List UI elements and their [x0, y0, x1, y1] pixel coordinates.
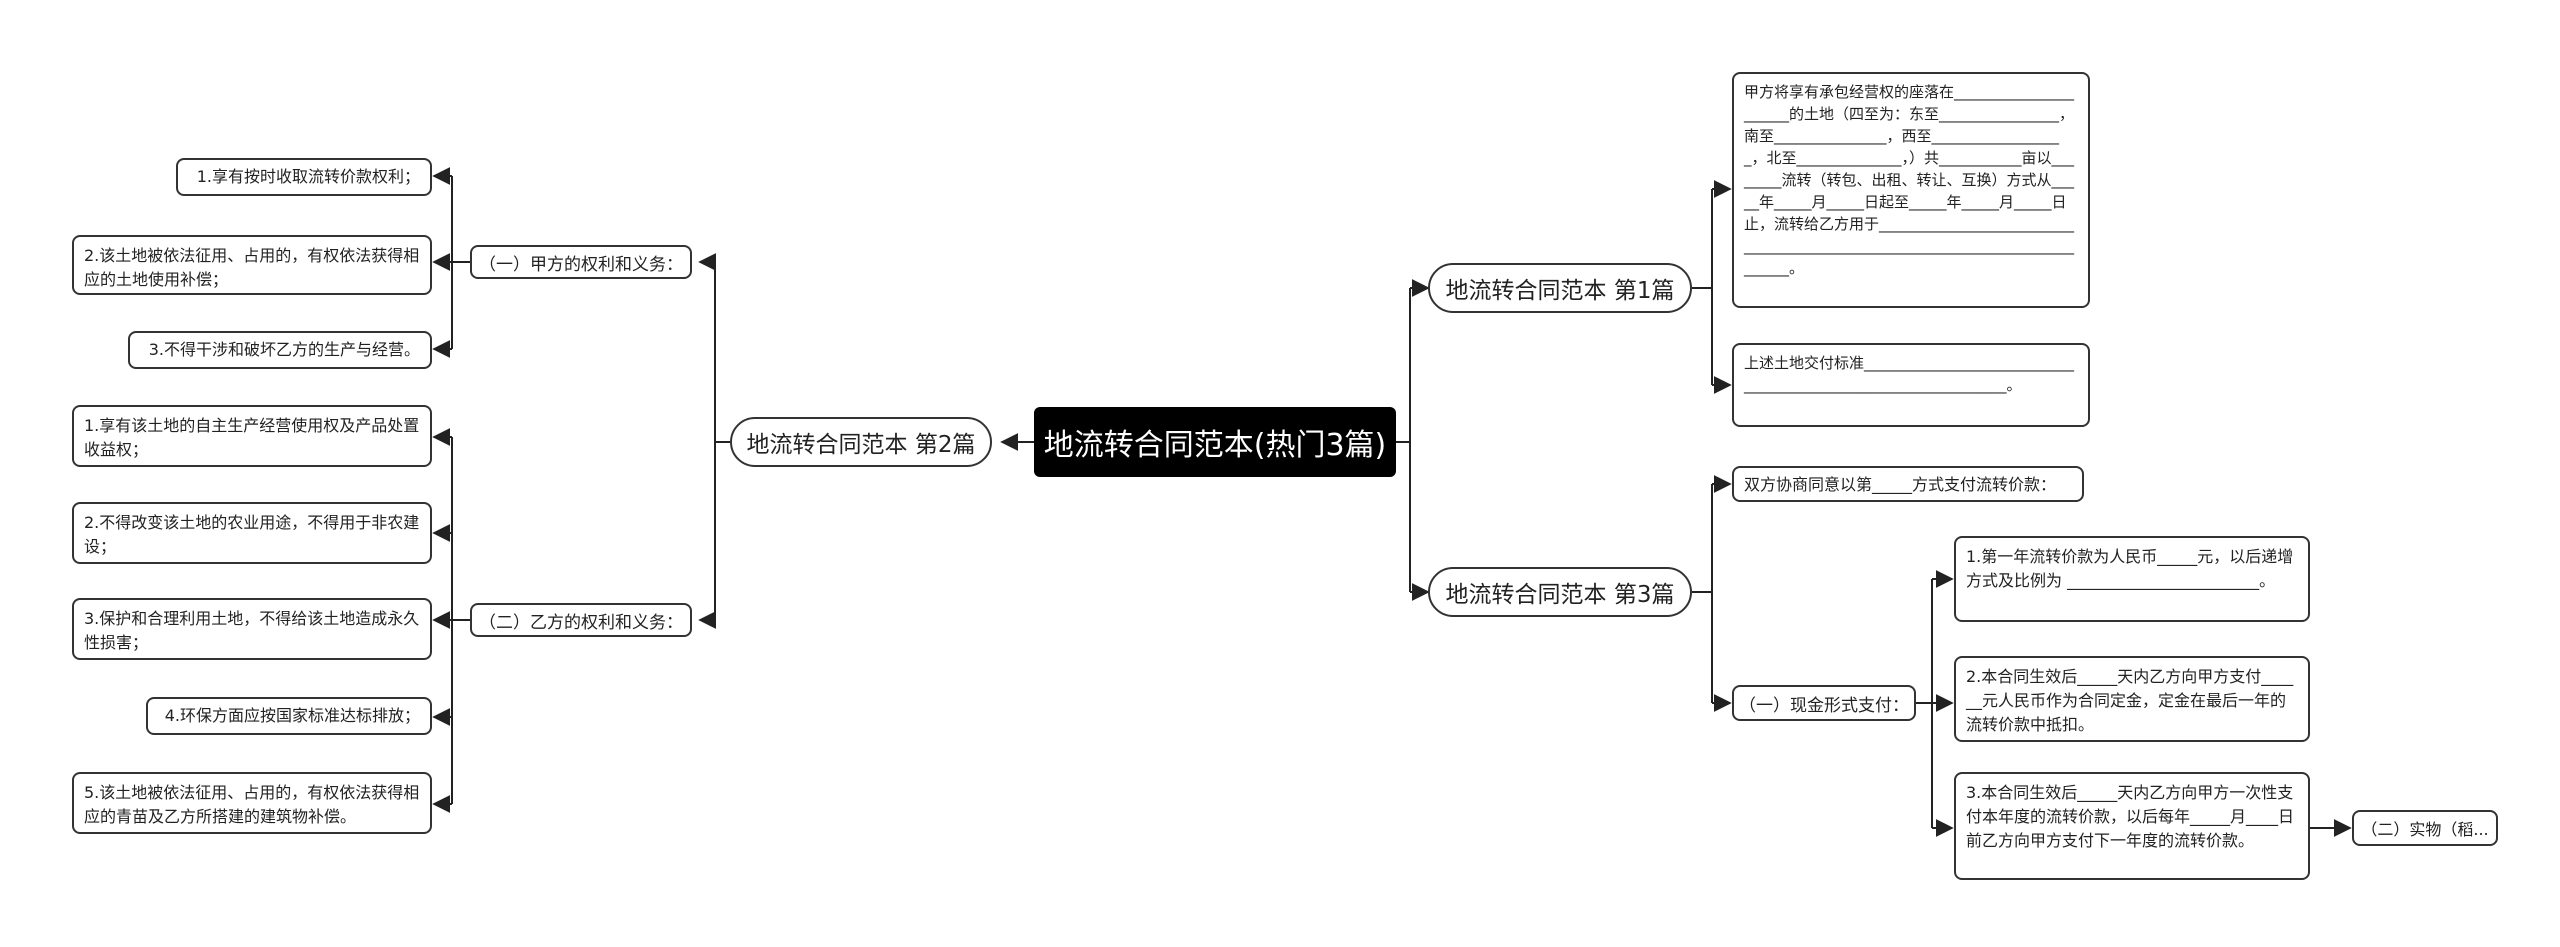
link-p2-groups [702, 261, 730, 621]
link-g1-leaves [451, 176, 470, 349]
branch-p3[interactable]: 地流转合同范本 第3篇 [1428, 567, 1692, 617]
p2-g2-item-3[interactable]: 3.保护和合理利用土地，不得给该土地造成永久性损害； [72, 598, 432, 660]
p2-g1-item-3[interactable]: 3.不得干涉和破坏乙方的生产与经营。 [128, 331, 432, 369]
link-p1-items [1692, 189, 1713, 385]
p3-intro[interactable]: 双方协商同意以第_____方式支付流转价款： [1732, 466, 2084, 502]
link-p3-items [1692, 484, 1713, 703]
p2-g2-item-2[interactable]: 2.不得改变该土地的农业用途，不得用于非农建设； [72, 502, 432, 564]
p2-g2-item-5[interactable]: 5.该土地被依法征用、占用的，有权依法获得相应的青苗及乙方所搭建的建筑物补偿。 [72, 772, 432, 834]
p3-cash-item-1[interactable]: 1.第一年流转价款为人民币_____元，以后递增方式及比例为 _________… [1954, 536, 2310, 622]
p2-g1-item-2[interactable]: 2.该土地被依法征用、占用的，有权依法获得相应的土地使用补偿； [72, 235, 432, 295]
root-node[interactable]: 地流转合同范本(热门3篇) [1034, 407, 1396, 477]
link-cash-items [1916, 579, 1933, 828]
p2-g1-item-1[interactable]: 1.享有按时收取流转价款权利； [176, 158, 432, 196]
branch-p1[interactable]: 地流转合同范本 第1篇 [1428, 263, 1692, 313]
p2-g2-item-1[interactable]: 1.享有该土地的自主生产经营使用权及产品处置收益权； [72, 405, 432, 467]
p2-group-1[interactable]: （一）甲方的权利和义务： [470, 245, 692, 279]
link-root-p1-p3 [1396, 288, 1411, 592]
p3-cash-item-3[interactable]: 3.本合同生效后_____天内乙方向甲方一次性支付本年度的流转价款，以后每年__… [1954, 772, 2310, 880]
p2-group-2[interactable]: （二）乙方的权利和义务： [470, 603, 692, 637]
p3-cash-item-2[interactable]: 2.本合同生效后_____天内乙方向甲方支付______元人民币作为合同定金，定… [1954, 656, 2310, 742]
link-g2-leaves [451, 437, 470, 804]
p2-g2-item-4[interactable]: 4.环保方面应按国家标准达标排放； [146, 697, 432, 735]
branch-p2[interactable]: 地流转合同范本 第2篇 [730, 417, 992, 467]
p3-cash-group[interactable]: （一）现金形式支付： [1732, 685, 1916, 721]
p1-item-1[interactable]: 甲方将享有承包经营权的座落在______________________的土地（… [1732, 72, 2090, 308]
p3-kind-group[interactable]: （二）实物（稻... [2352, 810, 2498, 846]
p1-item-2[interactable]: 上述土地交付标准________________________________… [1732, 343, 2090, 427]
